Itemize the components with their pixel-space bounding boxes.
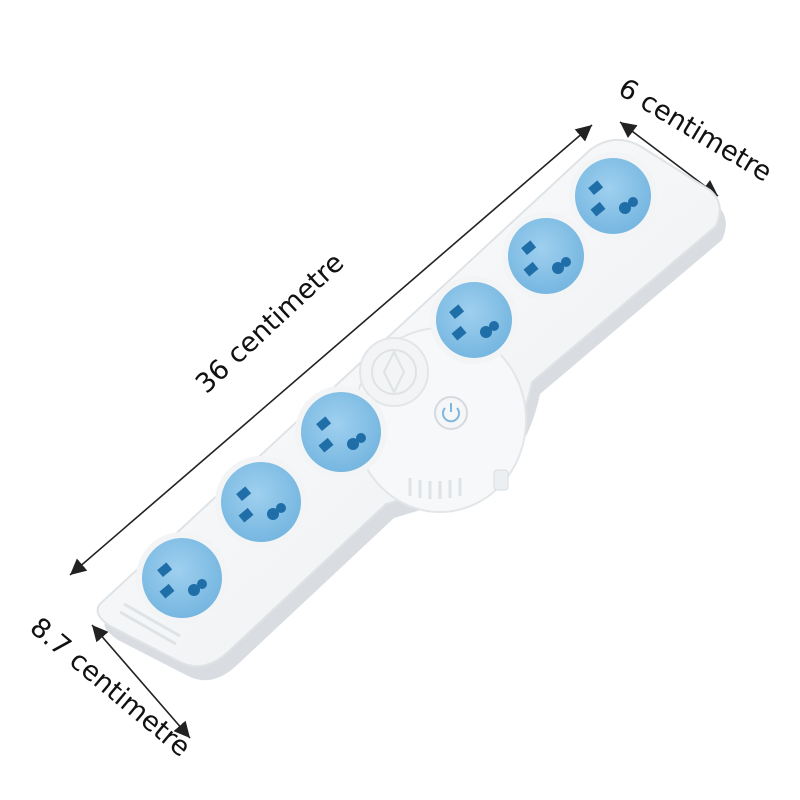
bottom-width-dimension-arrow bbox=[91, 624, 191, 739]
socket[interactable] bbox=[136, 532, 228, 624]
power-icon bbox=[442, 403, 460, 423]
socket[interactable] bbox=[430, 276, 518, 364]
emblem-icon bbox=[359, 337, 429, 407]
socket[interactable] bbox=[569, 152, 657, 240]
socket[interactable] bbox=[295, 386, 387, 478]
length-dimension-arrow bbox=[69, 124, 593, 576]
socket[interactable] bbox=[502, 212, 590, 300]
socket[interactable] bbox=[215, 456, 307, 548]
power-button[interactable] bbox=[434, 396, 468, 430]
